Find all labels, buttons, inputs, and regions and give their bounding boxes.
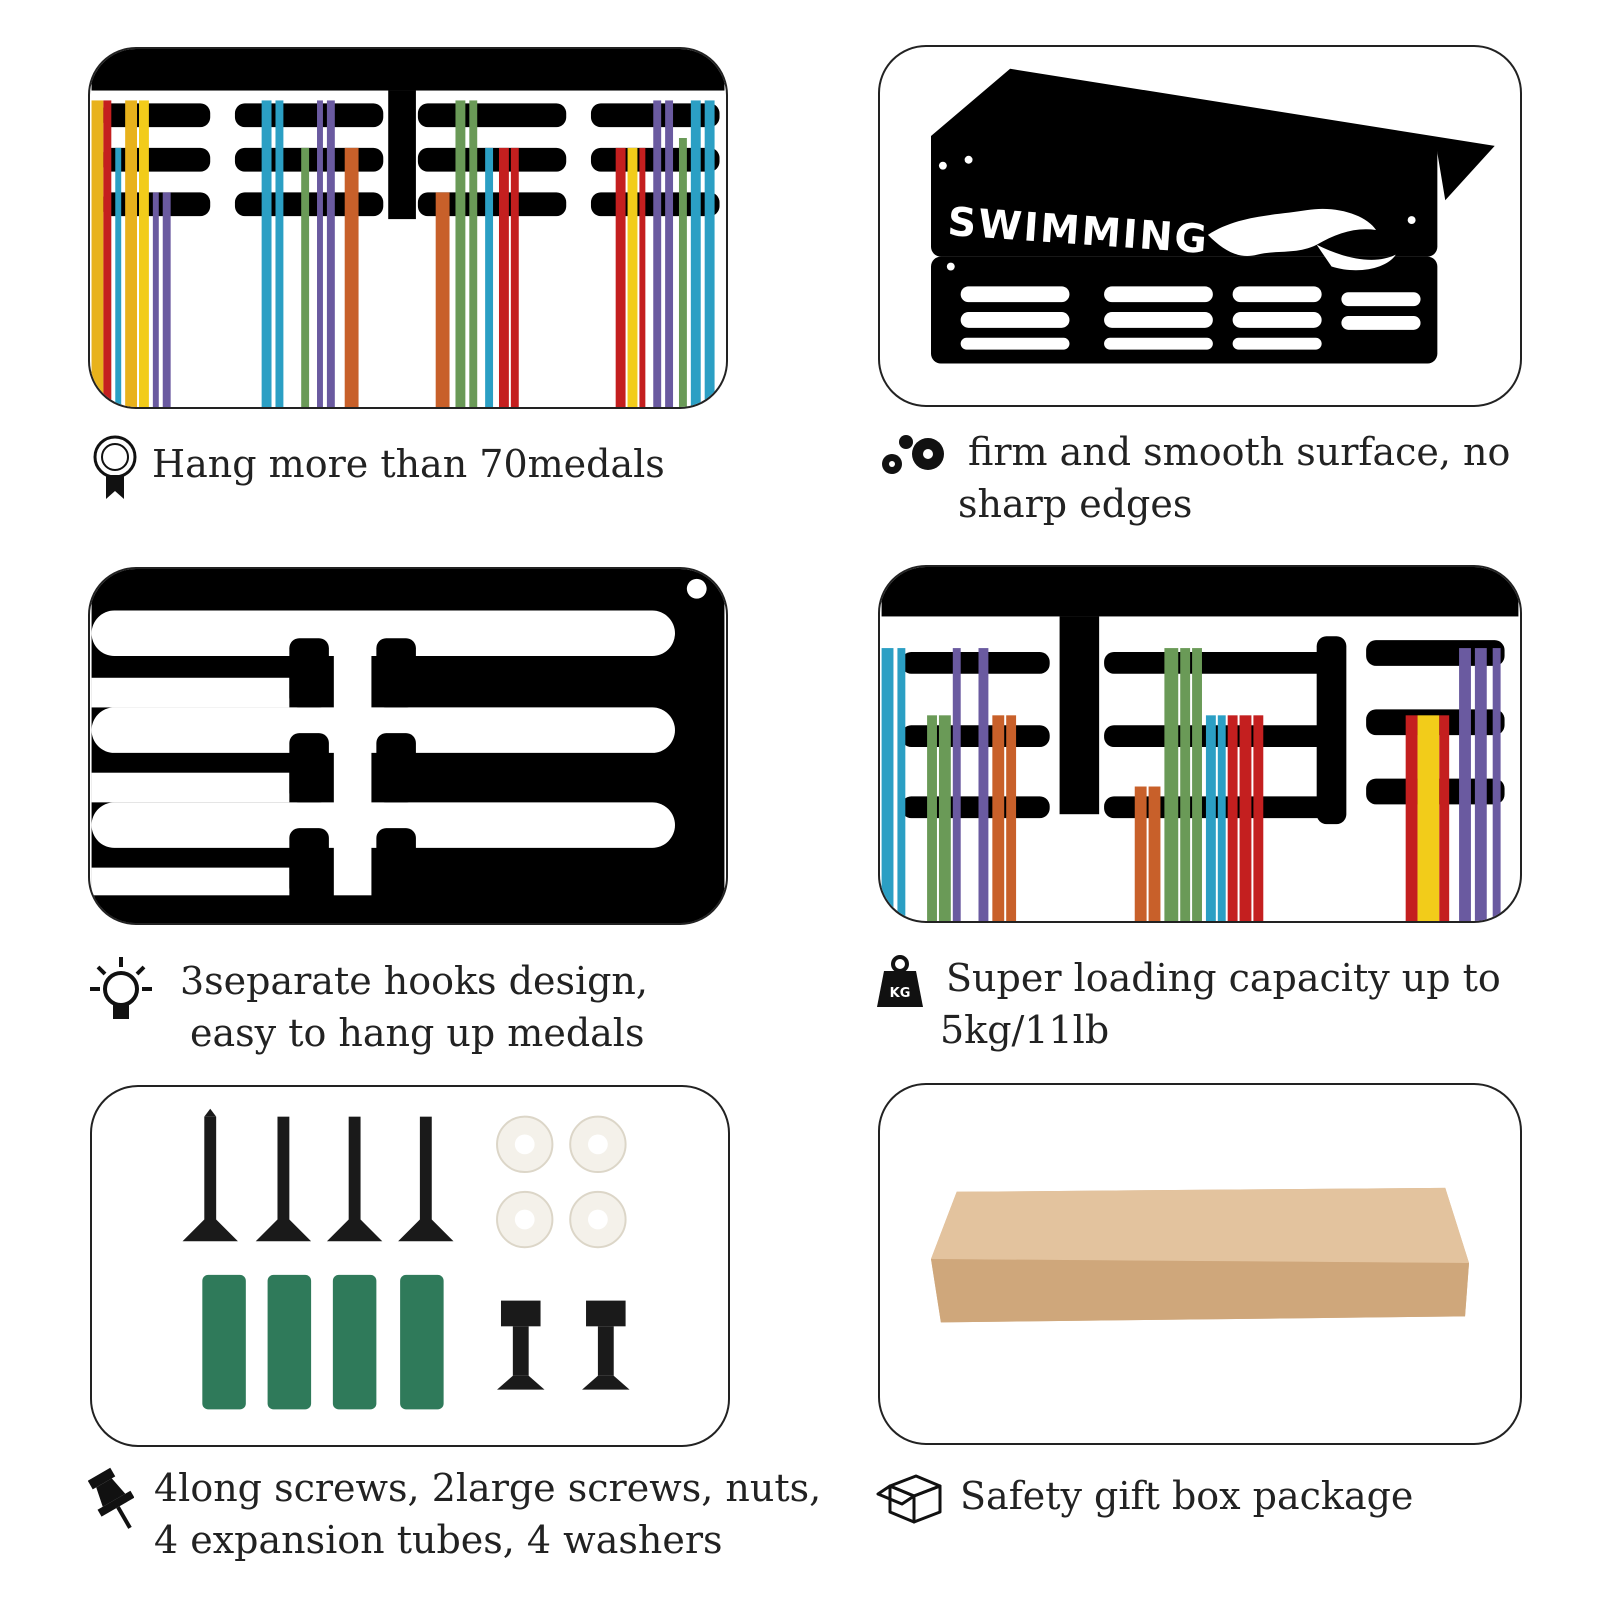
gift-box-photo	[878, 1083, 1522, 1445]
lightbulb-icon	[86, 955, 156, 1029]
feature-caption-hooks: 3separate hooks design, easy to hang up …	[180, 959, 648, 1055]
loaded-rack-photo	[878, 565, 1522, 923]
gift-box-illustration	[931, 1187, 1469, 1323]
feature-caption-gift-box: Safety gift box package	[960, 1474, 1414, 1518]
feature-caption-surface: firm and smooth surface, no sharp edges	[958, 430, 1511, 526]
medal-rack-photo	[88, 47, 728, 409]
long-screw	[182, 1108, 238, 1242]
box-icon	[876, 1468, 948, 1526]
gears-icon	[872, 430, 952, 482]
feature-caption-hardware: 4long screws, 2large screws, nuts, 4 exp…	[154, 1466, 822, 1562]
feature-caption-capacity: Super loading capacity up to 5kg/11lb	[940, 956, 1501, 1052]
weight-badge-text: KG	[890, 986, 911, 1001]
hooks-closeup-photo	[88, 567, 728, 925]
hooks-closeup-illustration	[91, 569, 725, 923]
swimming-rack-illustration: SWIMMING	[931, 68, 1495, 364]
weight-kg-icon: KG	[876, 955, 924, 1009]
loaded-rack-illustration	[881, 567, 1519, 921]
medal-icon	[92, 435, 138, 501]
swimming-rack-photo: SWIMMING	[878, 45, 1522, 407]
hardware-kit-illustration	[182, 1108, 630, 1410]
medal-rack-illustration	[91, 49, 725, 407]
hardware-kit-photo	[90, 1085, 730, 1447]
pushpin-icon	[88, 1465, 134, 1533]
feature-caption-medals: Hang more than 70medals	[152, 442, 665, 486]
